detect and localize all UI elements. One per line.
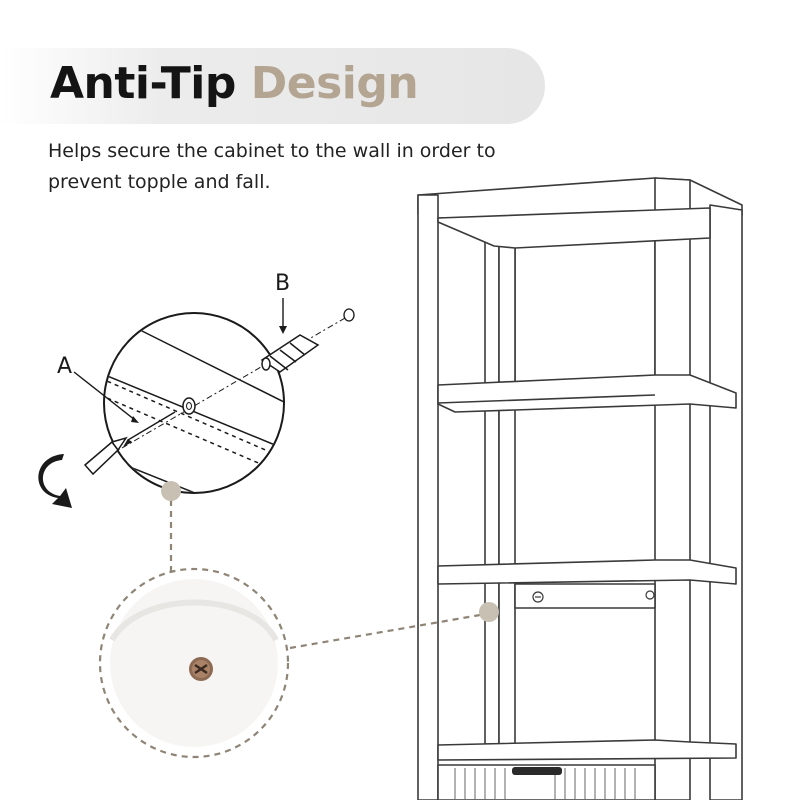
drawer-slats [454,768,636,800]
title-word-anti-tip: Anti-Tip [50,58,236,109]
subtitle-text: Helps secure the cabinet to the wall in … [48,140,496,193]
drawer-handle [512,767,562,775]
label-a: A [57,354,73,379]
title-band [0,48,545,124]
screw-detail-circle [38,298,355,508]
label-b: B [275,271,291,296]
title-word-design: Design [250,58,419,109]
connector-lines [169,500,481,650]
page-title: Anti-Tip Design [50,52,419,116]
rail-screws [532,590,655,603]
screw-closeup-circle [98,567,290,759]
connector-dot-top [161,481,181,501]
cabinet-drawing [417,177,743,800]
connector-dot-cabinet [479,602,499,622]
